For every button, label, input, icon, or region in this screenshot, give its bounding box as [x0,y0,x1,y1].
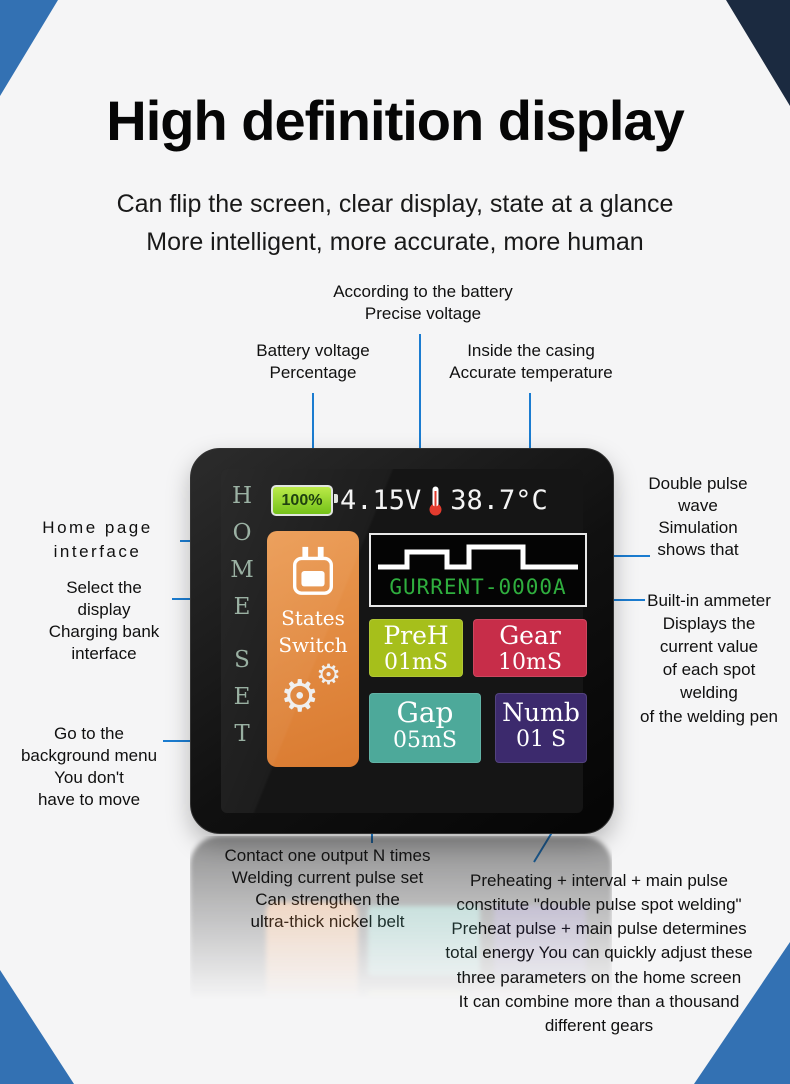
voltage-value: 4.15V [340,485,422,516]
states-switch-label: States Switch [278,606,348,657]
callout-home-page-interface: Home page interface [42,518,153,562]
gear-label: Gear [499,621,561,650]
corner-triangle-top-left [0,0,58,96]
preh-value: 01mS [384,649,448,675]
page-title: High definition display [106,89,684,152]
callout-casing-temperature: Inside the casing Accurate temperature [449,341,613,383]
gap-value: 05mS [393,728,457,754]
device-screen: HOME SET 100% 4.15V 38.7°C States Switch [221,469,587,813]
callout-battery-precise-voltage: According to the battery Precise voltage [333,282,513,324]
gear-value: 10mS [498,649,562,675]
gap-label: Gap [396,696,454,729]
battery-icon: 100% [271,485,338,516]
device-reflection [190,836,612,1036]
home-menu-label: HOME [229,483,255,631]
temperature-value: 38.7°C [450,485,548,516]
page-subtitle: Can flip the screen, clear display, stat… [116,190,674,256]
callout-battery-voltage-percentage: Battery voltage Percentage [256,341,370,383]
numb-label: Numb [502,698,580,727]
set-menu-label: SET [229,647,255,758]
battery-percent-value: 100% [281,491,323,509]
preh-button: PreH 01mS [369,619,463,677]
gear-button: Gear 10mS [473,619,587,677]
thermometer-icon [429,486,442,516]
status-bar: 100% 4.15V 38.7°C [271,485,548,516]
states-switch-panel: States Switch ⚙ ⚙ [267,531,359,767]
usb-icon [292,546,334,595]
double-pulse-waveform [378,544,578,570]
numb-value: 01 S [515,726,567,752]
waveform-box: GURRENT-0000A [369,533,587,607]
corner-triangle-bottom-left [0,970,74,1084]
callout-double-pulse-wave: Double pulse wave Simulation shows that [648,474,748,560]
callout-built-in-ammeter: Built-in ammeter Displays the current va… [640,591,778,726]
preh-label: PreH [383,621,449,650]
numb-button: Numb 01 S [495,693,587,763]
callout-select-display: Select the display Charging bank interfa… [48,578,160,664]
gap-button: Gap 05mS [369,693,481,763]
current-readout: GURRENT-0000A [389,575,567,599]
callout-background-menu: Go to the background menu You don't have… [20,724,158,810]
gears-icon: ⚙ ⚙ [280,659,342,721]
welder-device: HOME SET 100% 4.15V 38.7°C States Switch [190,448,614,834]
